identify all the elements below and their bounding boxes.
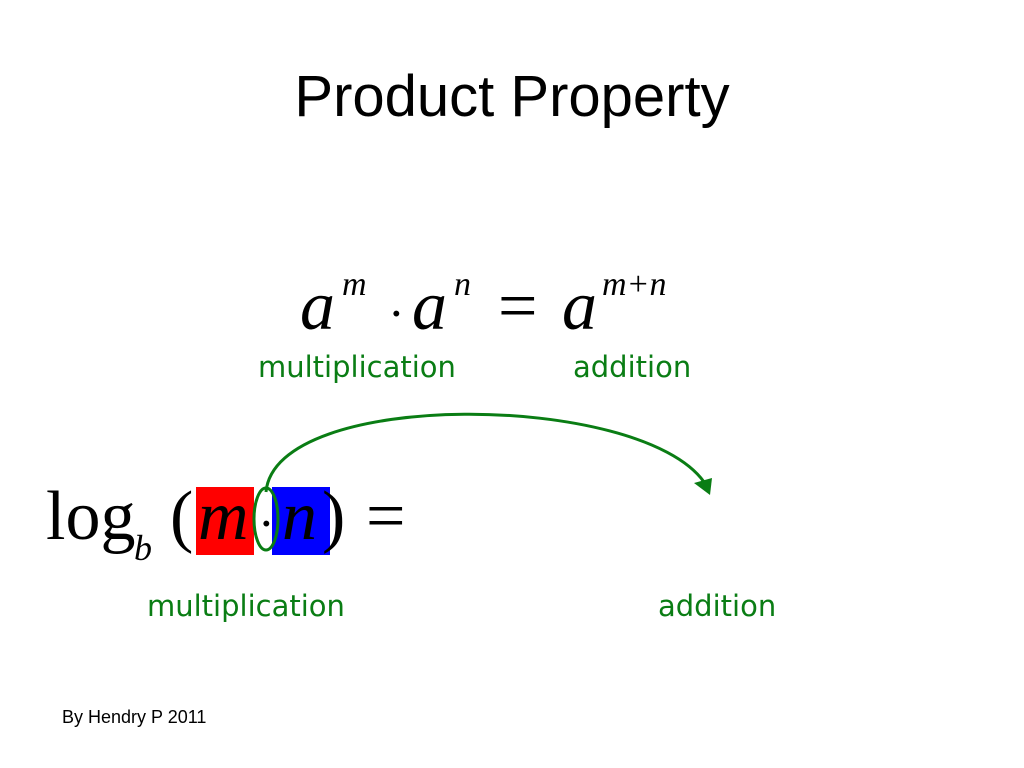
multiply-dot-circle	[252, 486, 280, 552]
curved-arrow-head	[694, 478, 712, 495]
log-function: log	[46, 478, 136, 555]
footer-credit: By Hendry P 2011	[62, 707, 207, 727]
log-base-subscript: b	[134, 528, 152, 568]
log-equals: =	[366, 478, 406, 555]
curved-arrow-line	[264, 412, 706, 493]
exp-label-addition: addition	[573, 350, 692, 384]
log-close-paren: )	[322, 478, 346, 555]
log-label-multiplication: multiplication	[147, 589, 345, 623]
slide-title: Product Property	[294, 64, 730, 129]
exp-base-left: a	[300, 268, 335, 345]
exp-equals: =	[498, 268, 538, 345]
exp-power-right: m+n	[602, 266, 667, 303]
log-var-n: n	[282, 478, 317, 555]
log-label-addition: addition	[658, 589, 777, 623]
log-multiply-dot: ·	[258, 495, 275, 551]
exp-base-right: a	[562, 268, 597, 345]
log-var-m: m	[198, 478, 249, 555]
highlight-n-box	[272, 487, 330, 555]
exp-multiply-dot: ·	[388, 285, 405, 341]
exp-base-middle: a	[412, 268, 447, 345]
log-open-paren: (	[170, 478, 194, 555]
exp-power-left: m	[342, 266, 367, 303]
highlight-m-box	[196, 487, 254, 555]
exp-label-multiplication: multiplication	[258, 350, 456, 384]
exp-power-middle: n	[454, 266, 471, 303]
